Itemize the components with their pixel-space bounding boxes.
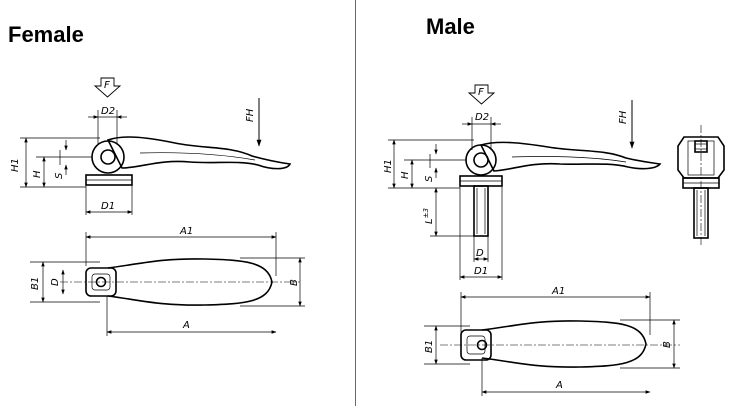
female-fh-arrow: FH (245, 98, 262, 147)
male-a1-label: A1 (551, 286, 565, 297)
male-fh-arrow: FH (618, 100, 635, 149)
female-lever-handle (106, 136, 292, 170)
male-fh-label: FH (618, 110, 629, 124)
male-h1-label: H1 (383, 159, 394, 173)
male-bottom-dimensions: D D1 (459, 186, 503, 280)
female-a1-label: A1 (179, 226, 193, 237)
panel-divider (355, 0, 356, 406)
female-height-dimensions: H1 H S (10, 137, 100, 188)
female-b-label: B (289, 279, 300, 286)
male-force-label: F (478, 87, 484, 98)
heading-male: Male (426, 14, 475, 39)
heading-female: Female (8, 22, 84, 47)
female-fh-label: FH (245, 108, 256, 122)
male-end-view (677, 125, 725, 246)
female-b1-label: B1 (30, 277, 41, 290)
male-lever-handle (479, 141, 662, 172)
male-force-arrow: F (467, 84, 496, 105)
male-lever-outline (481, 320, 647, 368)
male-b1-label: B1 (424, 340, 435, 353)
male-b-label: B (662, 341, 673, 348)
female-h1-label: H1 (10, 158, 21, 172)
male-h-label: H (400, 171, 411, 179)
male-l-label: L±3 (422, 208, 435, 224)
female-a-label: A (182, 320, 190, 331)
male-top-view: A1 B1 B A (424, 286, 680, 396)
female-force-arrow: F (93, 77, 122, 98)
female-force-label: F (104, 80, 110, 91)
female-d2-dimension: D2 (88, 106, 127, 145)
female-d1-label: D1 (101, 201, 115, 212)
male-cam-bore (473, 152, 489, 168)
female-d2-label: D2 (101, 106, 115, 117)
female-s-label: S (54, 172, 65, 179)
female-cam-bore (100, 149, 116, 165)
male-cam (465, 144, 497, 176)
male-l-tolerance: ±3 (422, 208, 430, 218)
male-d-label: D (476, 248, 484, 259)
male-side-view: F D2 D (383, 84, 662, 280)
male-s-label: S (424, 175, 435, 182)
male-height-dimensions: H1 H S L±3 (383, 139, 474, 237)
female-d1-dimension: D1 (85, 185, 133, 215)
male-d2-dimension: D2 (462, 112, 501, 150)
female-h-label: H (32, 170, 43, 178)
female-cam (91, 140, 125, 174)
male-threaded-stud (473, 185, 489, 237)
female-top-view: A1 B1 D B A (30, 226, 305, 336)
female-d-label: D (50, 278, 61, 286)
male-d1-label: D1 (474, 266, 488, 277)
female-side-view: F D2 D1 (10, 77, 292, 215)
male-d2-label: D2 (475, 112, 489, 123)
male-a-label: A (555, 380, 563, 391)
